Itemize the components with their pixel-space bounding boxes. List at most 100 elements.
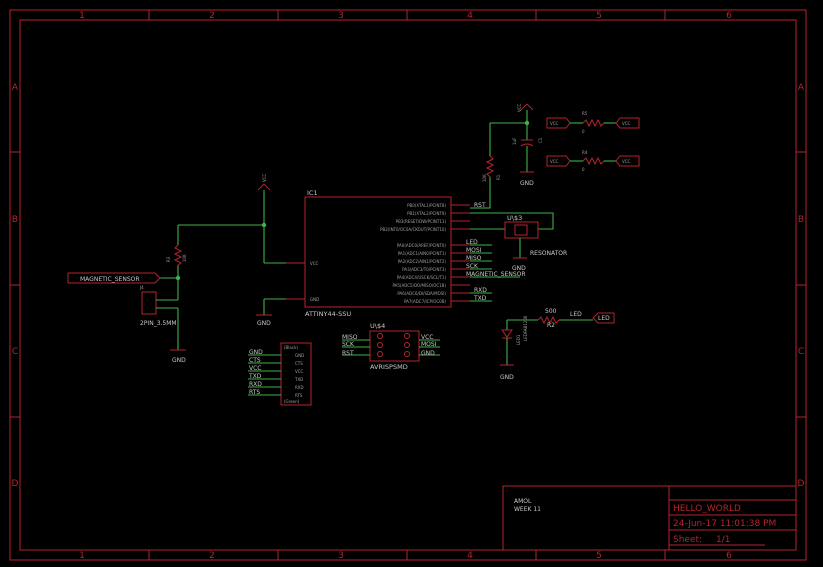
ic1-pin-gnd: GND	[310, 297, 319, 302]
ftdi-net: TXD	[248, 373, 262, 380]
col-label-bottom: 3	[338, 551, 344, 561]
u4-net-right: VCC	[421, 334, 433, 341]
led1-value: LEDFAB1206	[523, 315, 528, 341]
gnd-label-j4: GND	[172, 357, 186, 364]
r2-value: 500	[545, 308, 557, 315]
net-label-magnetic-sensor: MAGNETIC_SENSOR	[466, 271, 526, 278]
u3-value: RESONATOR	[530, 250, 567, 257]
vcc-port-r5-right: VCC	[622, 121, 631, 126]
net-label-miso: MISO	[466, 255, 482, 262]
j4-name: J4	[139, 285, 144, 290]
ftdi-header-bottom: (Green)	[284, 399, 300, 404]
col-label-top: 2	[209, 11, 215, 21]
col-label-bottom: 4	[467, 551, 473, 561]
ftdi-pin: GND	[295, 353, 304, 358]
row-label-right: B	[798, 215, 804, 225]
ftdi-net: GND	[249, 349, 263, 356]
r4-resistor[interactable]: VCC VCC R4 0	[546, 150, 640, 172]
vcc-symbol-label: VCC	[262, 173, 267, 182]
col-label-bottom: 1	[79, 551, 85, 561]
vcc-port-r4-right: VCC	[622, 159, 631, 164]
r4-value: 0	[582, 167, 585, 172]
j4-net-label: MAGNETIC_SENSOR	[80, 276, 140, 283]
ic1-pin-func: PB2(INT0/OC0A/CKOUT/PCINT10)	[380, 227, 446, 232]
row-label-left: B	[12, 215, 18, 225]
u4-net-left: SCK	[342, 341, 355, 348]
ic1-pin-func: PA0(ADC0/AREF/PCINT0)	[397, 243, 447, 248]
ic1-attiny44[interactable]: IC1 ATTINY44-SSU VCC GND PB0(XTAL1/PCINT…	[286, 189, 470, 318]
ic1-pin-func: PA6(ADC6/DI/SDA/MOSI)	[397, 291, 446, 296]
c1-name: C1	[538, 137, 543, 143]
r3-resistor[interactable]: R3 10K	[166, 244, 187, 266]
col-label-top: 4	[467, 11, 473, 21]
gnd-label-c1: GND	[520, 180, 534, 187]
ftdi-net: RXD	[249, 381, 262, 388]
row-label-left: A	[12, 83, 19, 93]
col-label-bottom: 6	[726, 551, 732, 561]
gnd-label-ic1: GND	[257, 320, 271, 327]
u4-name: U\$4	[370, 322, 385, 330]
ic1-pin-func: PA5(ADC5/DO/MISO/OC1B)	[392, 283, 446, 288]
led-net-label: LED	[570, 311, 582, 318]
row-label-right: D	[798, 479, 805, 489]
ic1-pin-func: PA2(ADC2/AIN1/PCINT2)	[398, 259, 447, 264]
ftdi-pin: CTS	[295, 361, 303, 366]
r3-value: 10K	[182, 254, 187, 262]
ic1-pin-func: PB3(RESET/DW/PCINT11)	[396, 219, 447, 224]
vcc-port-r4-left: VCC	[550, 159, 559, 164]
r5-resistor[interactable]: VCC VCC R5 0	[546, 111, 640, 134]
ftdi-header[interactable]: (Black) (Green) GND CTS VCC TXD RXD RTS …	[248, 342, 312, 406]
title-sheet-label: Sheet:	[673, 535, 702, 545]
row-label-right: A	[798, 83, 805, 93]
c1-value: 1uF	[512, 137, 517, 145]
ic1-pin-func: PB0(XTAL1/PCINT8)	[407, 203, 446, 208]
u3-name: U\$3	[507, 214, 522, 222]
net-label-led: LED	[466, 239, 478, 246]
net-label-rxd: RXD	[474, 287, 487, 294]
r3-name: R3	[166, 256, 171, 262]
ftdi-net: VCC	[249, 365, 261, 372]
title-author: AMOL	[514, 498, 532, 505]
col-label-top: 3	[338, 11, 344, 21]
r5-value: 0	[582, 129, 585, 134]
ic1-nets: RST LED MOSI MISO SCK MAGNETIC_SENSOR RX…	[466, 190, 526, 302]
j4-connector[interactable]: MAGNETIC_SENSOR J4 GND 2PIN_3.5MM	[67, 272, 186, 364]
ic1-pin-vcc: VCC	[310, 261, 319, 266]
net-label-rst: RST	[474, 202, 486, 209]
r4-name: R4	[582, 150, 588, 155]
ftdi-net: RTS	[249, 389, 260, 396]
r1-resistor[interactable]: 10K R1	[482, 123, 501, 190]
row-label-left: C	[12, 347, 18, 357]
ic1-pin-func: PA1(ADC1/AIN0/PCINT1)	[398, 251, 447, 256]
r1-name: R1	[496, 174, 501, 180]
ic1-name: IC1	[307, 189, 318, 197]
r1-value: 10K	[482, 174, 487, 182]
row-label-left: D	[12, 479, 19, 489]
ftdi-pin: TXD	[294, 377, 303, 382]
vcc-net-left: VCC GND	[160, 173, 286, 327]
gnd-label-led: GND	[500, 374, 514, 381]
ic1-pin-func: PA7(ADC7/ICP/OC0B)	[404, 299, 446, 304]
u4-avrisp[interactable]: MISO SCK RST VCC MOSI GND U\$4 AVRISPSMD	[342, 322, 440, 371]
ftdi-net: CTS	[249, 357, 261, 364]
title-date: 24-Jun-17 11:01:38 PM	[673, 519, 776, 529]
c1-capacitor[interactable]: VCC 1uF C1 GND	[490, 103, 543, 187]
net-label-sck: SCK	[466, 263, 479, 270]
ic1-pin-func: PA3(ADC3/T0/PCINT3)	[402, 267, 446, 272]
ic1-pin-func: PB1(XTAL2/PCINT9)	[407, 211, 446, 216]
r5-name: R5	[582, 111, 588, 116]
led1-and-r2[interactable]: LED LED R2 500 GND LED1 LEDFAB1206	[500, 308, 615, 381]
ic1-value: ATTINY44-SSU	[305, 310, 351, 318]
gnd-label-u3: GND	[512, 265, 526, 272]
col-label-top: 6	[726, 11, 732, 21]
u4-net-right: GND	[421, 350, 435, 357]
u4-net-left: MISO	[342, 334, 358, 341]
title-sheet-value: 1/1	[716, 535, 730, 545]
u4-net-left: RST	[342, 350, 354, 357]
col-label-bottom: 5	[596, 551, 602, 561]
ftdi-pin: RTS	[295, 393, 303, 398]
grid-labels: 1 2 3 4 5 6 1 2 3 4 5 6 A B C D A B C D	[12, 11, 805, 561]
vcc-label-c1: VCC	[517, 103, 522, 112]
u3-resonator[interactable]: GND U\$3 RESONATOR	[470, 212, 567, 272]
